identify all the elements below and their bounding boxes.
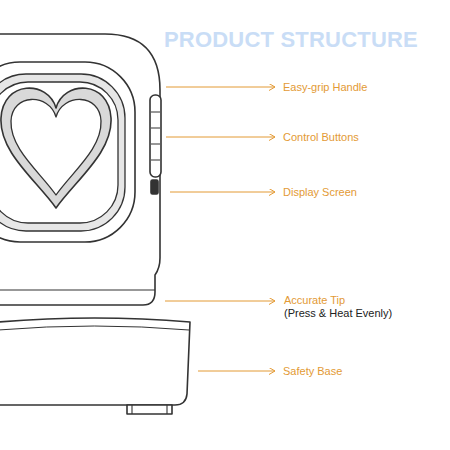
part-label: Safety Base (283, 365, 342, 377)
part-note: (Press & Heat Evenly) (284, 307, 392, 319)
part-label: Display Screen (283, 186, 357, 198)
leader-lines (165, 87, 275, 371)
part-label: Easy-grip Handle (283, 81, 367, 93)
heart-frame (0, 62, 135, 242)
part-label: Accurate Tip (284, 294, 345, 306)
safety-base (0, 318, 190, 405)
control-buttons (150, 95, 161, 177)
display-screen (151, 180, 158, 194)
base-foot (127, 405, 172, 414)
part-label: Control Buttons (283, 131, 359, 143)
diagram-title: PRODUCT STRUCTURE (164, 27, 418, 53)
heart-plate (1, 88, 111, 208)
